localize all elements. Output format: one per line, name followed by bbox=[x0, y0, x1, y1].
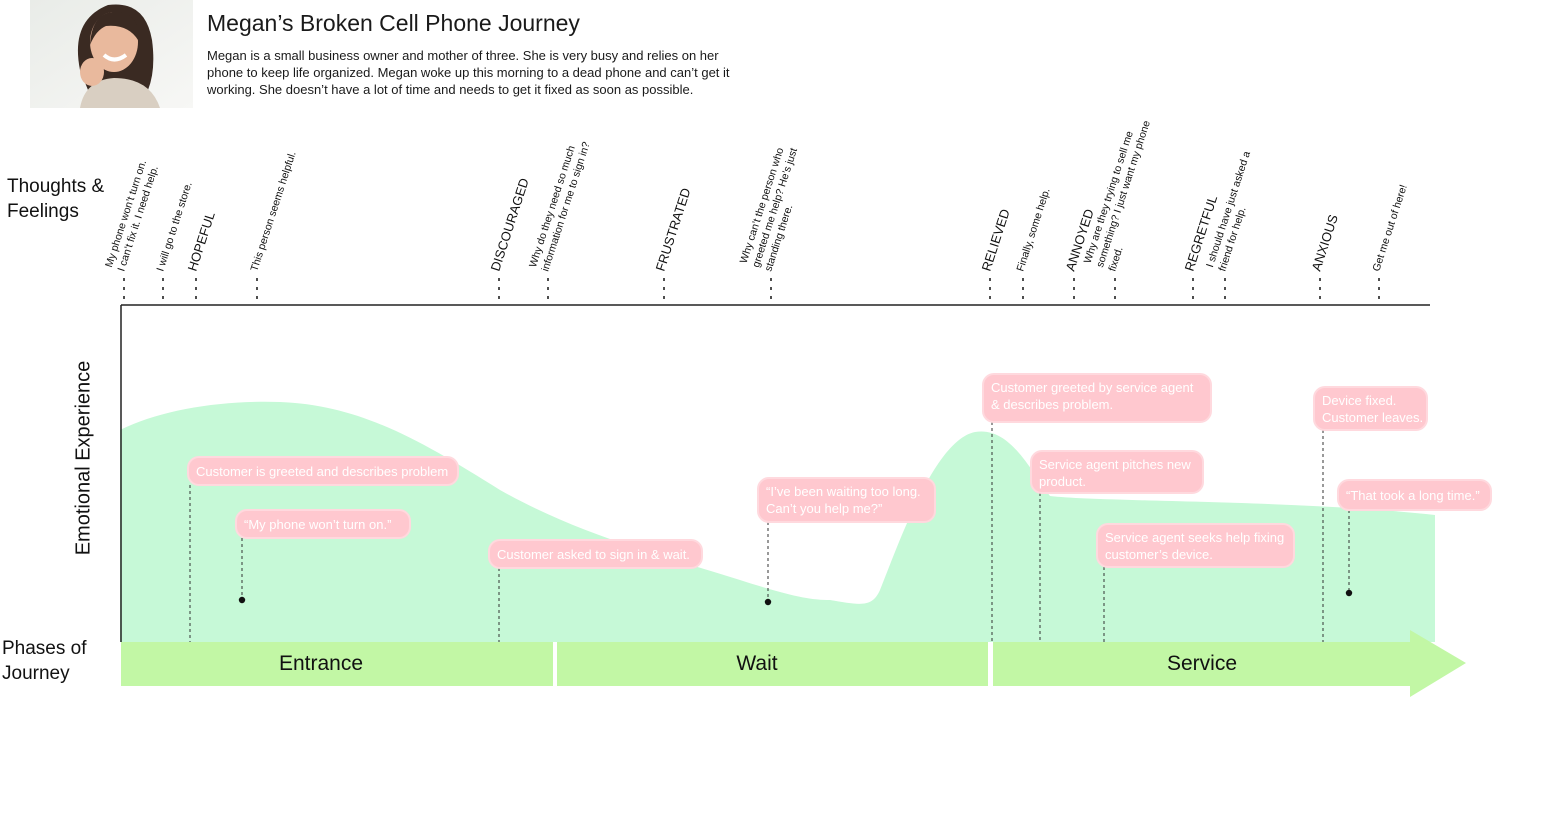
thought-item: My phone won’t turn on.I can’t fix it. I… bbox=[103, 159, 161, 273]
phase-label: Wait bbox=[736, 652, 777, 675]
touchpoint-bubble bbox=[1337, 479, 1492, 511]
thought-item: Why are they trying to sell mesomething?… bbox=[1082, 119, 1153, 273]
thought-item: HOPEFUL bbox=[185, 210, 218, 273]
touchpoint-text: “That took a long time.” bbox=[1346, 488, 1480, 503]
persona-avatar bbox=[30, 0, 193, 108]
thought-text: FRUSTRATED bbox=[653, 186, 694, 273]
touchpoint-dot bbox=[764, 598, 772, 606]
touchpoint-text: Customer asked to sign in & wait. bbox=[497, 547, 690, 562]
thought-item: DISCOURAGED bbox=[488, 176, 532, 273]
thought-item: Finally, some help. bbox=[1014, 187, 1052, 273]
touchpoint-dot bbox=[1345, 589, 1353, 597]
touchpoint-text: & describes problem. bbox=[991, 397, 1113, 412]
thought-item: This person seems helpful. bbox=[248, 150, 298, 273]
touchpoint-text: “My phone won’t turn on.” bbox=[244, 517, 391, 532]
touchpoint-bubble bbox=[235, 509, 411, 539]
touchpoint-bubble bbox=[757, 477, 936, 523]
thought-item: Get me out of here! bbox=[1370, 183, 1409, 273]
touchpoint-text: Customer greeted by service agent bbox=[991, 380, 1194, 395]
journey-title: Megan’s Broken Cell Phone Journey bbox=[207, 10, 580, 36]
thought-text: ANXIOUS bbox=[1309, 212, 1341, 273]
touchpoint-dot bbox=[238, 596, 246, 604]
thought-text: RELIEVED bbox=[979, 207, 1013, 273]
touchpoint-text: “I’ve been waiting too long. bbox=[766, 484, 921, 499]
touchpoint-text: Device fixed. bbox=[1322, 393, 1396, 408]
phase-bar-service bbox=[993, 630, 1466, 697]
thought-item: FRUSTRATED bbox=[653, 186, 694, 273]
touchpoint-text: Customer is greeted and describes proble… bbox=[196, 464, 448, 479]
touchpoint-text: product. bbox=[1039, 474, 1086, 489]
phase-bar-wait bbox=[557, 642, 988, 686]
thought-text: HOPEFUL bbox=[185, 210, 218, 273]
thought-text: DISCOURAGED bbox=[488, 176, 532, 273]
touchpoint-bubble bbox=[488, 539, 703, 569]
thought-text: Get me out of here! bbox=[1370, 183, 1409, 273]
touchpoint-bubble bbox=[1030, 450, 1204, 494]
phase-label: Entrance bbox=[279, 652, 363, 675]
thought-text: This person seems helpful. bbox=[248, 150, 298, 273]
touchpoint-text: Can’t you help me?” bbox=[766, 501, 882, 516]
touchpoint-text: Service agent seeks help fixing bbox=[1105, 530, 1284, 545]
touchpoint-text: Service agent pitches new bbox=[1039, 457, 1191, 472]
touchpoint-text: customer’s device. bbox=[1105, 547, 1213, 562]
thoughts-feelings-label: Thoughts & Feelings bbox=[7, 176, 105, 222]
phase-label: Service bbox=[1167, 652, 1237, 675]
thought-item: ANXIOUS bbox=[1309, 212, 1341, 273]
thought-text: Finally, some help. bbox=[1014, 187, 1052, 273]
phases-label: Phases of Journey bbox=[2, 638, 87, 684]
touchpoint-bubble bbox=[1313, 386, 1428, 431]
phase-bar-entrance bbox=[121, 642, 553, 686]
touchpoint-text: Customer leaves. bbox=[1322, 410, 1423, 425]
thought-item: RELIEVED bbox=[979, 207, 1013, 273]
touchpoint-bubble bbox=[187, 456, 459, 486]
touchpoint-bubble bbox=[982, 373, 1212, 423]
persona-description: Megan is a small business owner and moth… bbox=[207, 48, 730, 97]
touchpoint-bubble bbox=[1096, 523, 1295, 568]
